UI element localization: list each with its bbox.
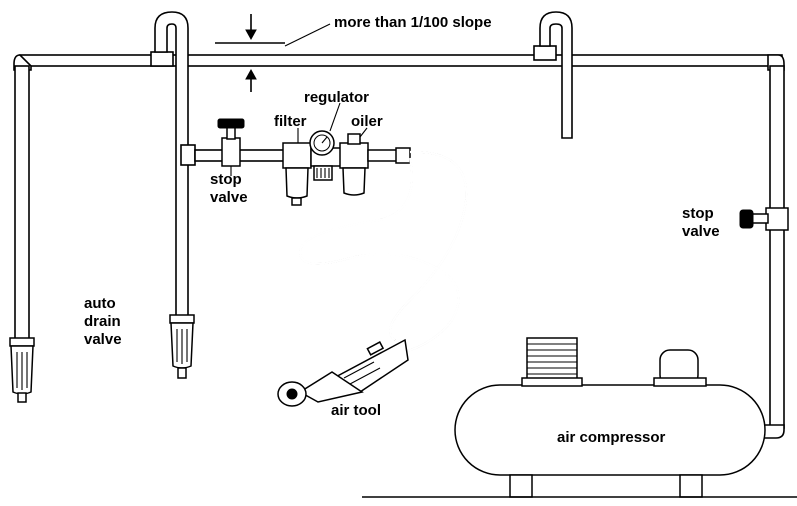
motor-base: [653, 377, 707, 387]
filter-drain: [291, 197, 302, 206]
tee-left: [150, 51, 174, 67]
oiler-outlet: [367, 149, 399, 162]
ratchet-drive: [286, 388, 298, 400]
mid-drain-cap: [169, 314, 195, 324]
gooseneck-left: [150, 11, 189, 341]
valve-stem-left: [226, 126, 236, 140]
hose-coupler: [395, 147, 411, 164]
filter-head: [282, 142, 312, 169]
right-drop-tube: [769, 65, 785, 429]
auto-drain-valve-left: [9, 337, 35, 403]
valve-body-left: [221, 137, 241, 167]
air-hose: [298, 150, 468, 354]
left-drop-tube: [14, 65, 30, 343]
valve-handle-right[interactable]: [739, 209, 754, 229]
slope-leader: [284, 23, 331, 47]
air-tool: [277, 338, 409, 407]
regulator-label: regulator: [304, 89, 369, 106]
right-bottom-elbow: [759, 424, 785, 439]
slope-label: more than 1/100 slope: [334, 14, 492, 31]
oiler-cap: [347, 133, 361, 145]
stop-valve-left-label-1: stop: [210, 171, 242, 188]
stop-valve-left: [217, 118, 245, 176]
slope-arrow-up: [245, 68, 257, 80]
left-drop-pipe: [14, 65, 30, 343]
drain-bowl-middle: [169, 314, 195, 379]
stop-valve-right-label-1: stop: [682, 205, 714, 222]
stop-valve-left-label-2: valve: [210, 189, 248, 206]
oiler-head: [339, 142, 369, 169]
main-header-pipe: [13, 54, 785, 71]
mid-drain-stem: [177, 367, 187, 379]
stop-valve-right: [739, 207, 789, 231]
air-compressor: [362, 337, 797, 498]
oiler-label: oiler: [351, 113, 383, 130]
tool-trigger[interactable]: [366, 341, 385, 356]
drain-cap: [9, 337, 35, 347]
regulator-knob[interactable]: [313, 165, 333, 181]
valve-body-right: [765, 207, 789, 231]
gooseneck-right-tube: [539, 11, 573, 139]
valve-stem-right: [751, 213, 769, 224]
drain-stem: [17, 392, 27, 403]
filter-bowl: [285, 167, 309, 199]
filter-unit: [282, 142, 312, 206]
pump-base: [521, 377, 583, 387]
tool-body: [298, 371, 364, 403]
air-compressor-label: air compressor: [557, 429, 666, 446]
valve-handle-left[interactable]: [217, 118, 245, 129]
slope-indicator: [215, 14, 331, 92]
branch-tee: [180, 144, 196, 166]
tank-foot-right: [679, 474, 703, 498]
auto-drain-label-2: drain: [84, 313, 121, 330]
compressor-tank: [454, 384, 766, 476]
oiler-unit: [339, 133, 411, 196]
oiler-bowl: [342, 167, 366, 196]
regulator-unit: [309, 130, 344, 181]
right-drop-pipe: [759, 65, 785, 439]
tee-right: [533, 45, 557, 61]
slope-arrow-down: [245, 29, 257, 41]
tank-foot-left: [509, 474, 533, 498]
gooseneck-right: [533, 11, 573, 139]
main-pipe-run: [19, 54, 783, 67]
auto-drain-label-3: valve: [84, 331, 122, 348]
auto-drain-label-1: auto: [84, 295, 116, 312]
air-tool-label: air tool: [331, 402, 381, 419]
filter-label: filter: [274, 113, 307, 130]
stop-valve-right-label-2: valve: [682, 223, 720, 240]
